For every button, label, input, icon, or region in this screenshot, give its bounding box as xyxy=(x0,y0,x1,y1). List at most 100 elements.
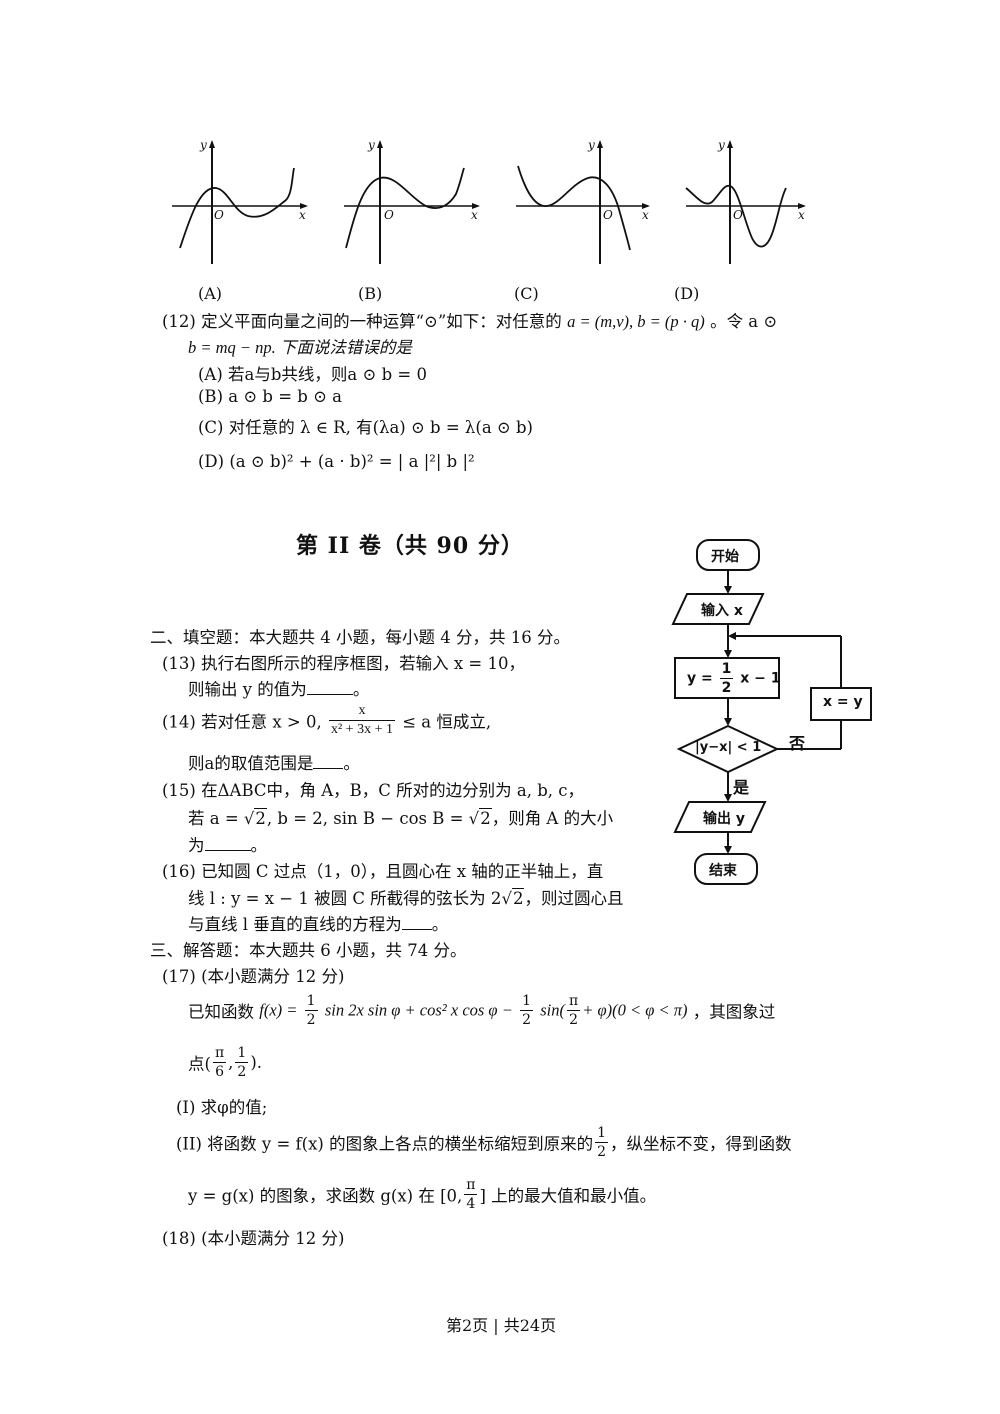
q14-line1: (14) 若对任意 x > 0, x x² + 3x + 1 ≤ a 恒成立, xyxy=(162,702,491,739)
q14-end: 。 xyxy=(343,754,360,773)
flow-update: x = y xyxy=(823,694,863,710)
frac-num: π xyxy=(567,993,581,1011)
q17-intro: 已知函数 xyxy=(188,1002,254,1022)
q14-text: 则a的取值范围是 xyxy=(188,754,314,773)
fill-heading: 二、填空题：本大题共 4 小题，每小题 4 分，共 16 分。 xyxy=(150,628,570,647)
frac-den: 4 xyxy=(466,1196,476,1212)
q12-option-c: (C) 对任意的 λ ∈ R, 有(λa) ⊙ b = λ(a ⊙ b) xyxy=(198,418,533,437)
axis-y-label: y xyxy=(718,138,725,152)
axis-x-label: x xyxy=(642,208,649,222)
q13-line2: 则输出 y 的值为 。 xyxy=(188,676,369,700)
q17-ii-a: (II) 将函数 y = f(x) 的图象上各点的横坐标缩短到原来的 xyxy=(176,1134,594,1154)
q15-line1: (15) 在ΔABC中，角 A，B，C 所对的边分别为 a, b, c， xyxy=(162,781,585,800)
q15-sqrt-a: 2 xyxy=(254,808,267,828)
q14-numerator: x xyxy=(328,702,395,721)
graph-a: y O x xyxy=(168,138,313,268)
q12-line2: b = mq − np. 下面说法错误的是 xyxy=(188,338,412,357)
q17-tail: ，其图象过 xyxy=(692,1002,776,1022)
q17-point-post: ). xyxy=(250,1053,262,1072)
axis-y-label: y xyxy=(588,138,595,152)
flow-output: 输出 y xyxy=(703,811,745,827)
q17-point-pre: 点( xyxy=(188,1054,211,1074)
flow-end: 结束 xyxy=(709,863,737,879)
origin-label: O xyxy=(214,208,224,222)
flow-start: 开始 xyxy=(711,549,739,565)
answer-heading: 三、解答题：本大题共 6 小题，共 74 分。 xyxy=(150,941,467,960)
q13-text: 则输出 y 的值为 xyxy=(188,680,307,699)
q17-ii-b: ，纵坐标不变，得到函数 xyxy=(610,1134,792,1154)
q18-heading: (18) (本小题满分 12 分) xyxy=(162,1229,345,1248)
q12-line1: (12) 定义平面向量之间的一种运算“⊙”如下：对任意的 a = (m,v), … xyxy=(162,308,777,332)
flow-no-label: 否 xyxy=(789,734,806,753)
frac-den: 2 xyxy=(569,1012,579,1028)
q16-text: 与直线 l 垂直的直线的方程为 xyxy=(188,915,402,934)
q16-line1: (16) 已知圆 C 过点（1，0），且圆心在 x 轴的正半轴上，直 xyxy=(162,862,604,881)
q13-end: 。 xyxy=(352,680,370,699)
q12-option-b: (B) a ⊙ b = b ⊙ a xyxy=(198,387,342,406)
q17-f: f(x) = xyxy=(259,1000,298,1020)
q15-line2: 若 a = √2, b = 2, sin B − cos B = √2，则角 A… xyxy=(188,808,614,828)
q17-part1: sin 2x sin φ + cos² x cos φ − xyxy=(324,1000,513,1020)
q17-ii-c: y = g(x) 的图象，求函数 g(x) 在 [0, xyxy=(188,1186,463,1206)
origin-label: O xyxy=(603,208,613,222)
q15-line3: 为。 xyxy=(188,832,267,856)
q12-option-d: (D) (a ⊙ b)² + (a · b)² = | a |²| b |² xyxy=(198,452,475,471)
graph-label-a: (A) xyxy=(198,284,223,303)
q17-part3: + φ)(0 < φ < π) xyxy=(582,1000,688,1020)
q16-text-b: ，则过圆心且 xyxy=(524,889,624,908)
q13-blank xyxy=(306,680,353,695)
q12-option-a: (A) 若a与b共线，则a ⊙ b = 0 xyxy=(198,365,427,384)
axis-y-label: y xyxy=(200,138,207,152)
flow-input: 输入 x xyxy=(701,603,743,619)
frac-num: π xyxy=(464,1177,478,1195)
graph-c: y O x xyxy=(512,138,657,268)
page-footer: 第2页 | 共24页 xyxy=(446,1316,557,1335)
frac-num: 1 xyxy=(595,1125,608,1143)
frac-den: 6 xyxy=(215,1064,224,1080)
q14-suffix: ≤ a 恒成立, xyxy=(402,712,492,732)
frac-den: 2 xyxy=(522,1012,531,1028)
flow-frac-num: 1 xyxy=(719,661,734,679)
q14-blank xyxy=(313,754,344,769)
axis-x-label: x xyxy=(798,208,805,222)
frac-den: 2 xyxy=(237,1064,247,1080)
frac-num: 1 xyxy=(304,993,318,1011)
origin-label: O xyxy=(733,208,743,222)
frac-num: 1 xyxy=(520,993,533,1011)
origin-label: O xyxy=(384,208,394,222)
q14-fraction: x x² + 3x + 1 xyxy=(328,702,395,739)
q17-part-i: (I) 求φ的值; xyxy=(176,1098,268,1117)
graph-b: y O x xyxy=(340,138,485,268)
frac-num: 1 xyxy=(235,1045,249,1063)
section2-title: 第 II 卷（共 90 分） xyxy=(296,533,524,559)
q12-vectors: a = (m,v), b = (p · q) xyxy=(567,312,705,331)
q13-line1: (13) 执行右图所示的程序框图，若输入 x = 10， xyxy=(162,654,525,673)
q16-line2: 线 l : y = x − 1 被圆 C 所截得的弦长为 2√2，则过圆心且 xyxy=(188,888,624,908)
q12-suffix: 。令 a ⊙ xyxy=(710,312,778,331)
q16-end: 。 xyxy=(431,915,449,934)
q15-text-a: 若 a = xyxy=(188,809,244,828)
flow-assign-pre: y = xyxy=(687,670,713,687)
q15-text-b: , b = 2, sin B − cos B = xyxy=(266,809,469,828)
graph-d: y O x xyxy=(682,138,812,268)
q15-text: 为 xyxy=(188,836,205,855)
graph-label-d: (D) xyxy=(674,284,700,303)
q15-end: 。 xyxy=(250,836,268,855)
flow-yes-label: 是 xyxy=(733,778,750,797)
axis-y-label: y xyxy=(368,138,375,152)
q14-line2: 则a的取值范围是 。 xyxy=(188,750,360,774)
q15-sqrt-b: 2 xyxy=(479,808,492,828)
q17-ii-d: ] 上的最大值和最小值。 xyxy=(479,1186,657,1206)
flow-assign-frac: 1 2 xyxy=(719,660,734,697)
q16-line3: 与直线 l 垂直的直线的方程为 。 xyxy=(188,911,448,935)
program-flowchart: 开始 输入 x y = 1 2 x − 1 |y−x| < 1 否 x = y … xyxy=(665,536,885,896)
